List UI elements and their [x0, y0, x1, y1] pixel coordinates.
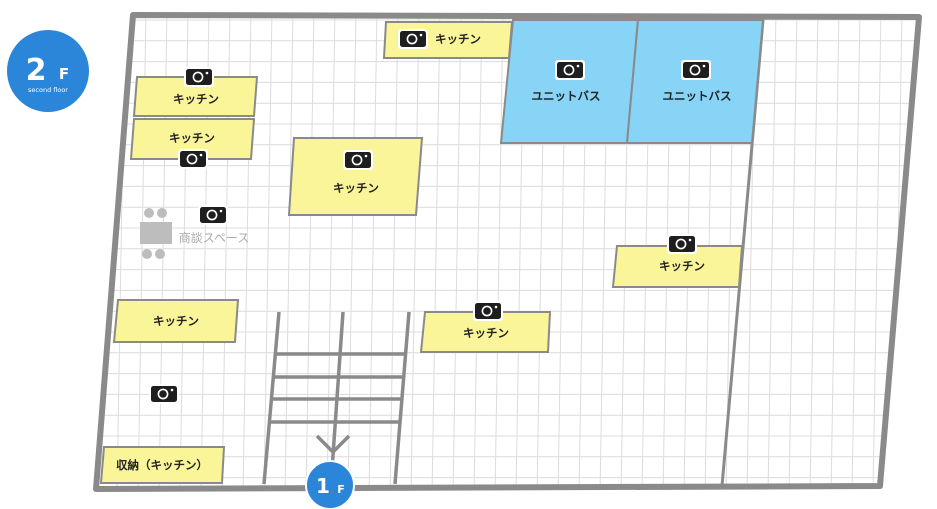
- camera-icon: [177, 148, 209, 170]
- room-label: キッチン: [173, 92, 219, 106]
- room-label: 収納（キッチン）: [116, 458, 208, 472]
- room-label: キッチン: [169, 131, 215, 145]
- kitchen-left-3: キッチン: [112, 299, 240, 343]
- camera-icon: [183, 66, 215, 88]
- staircase: [262, 311, 411, 485]
- unit-bath-2: ユニットバス: [625, 19, 765, 144]
- unit-bath-1: ユニットバス: [499, 19, 640, 144]
- room-label: キッチン: [333, 181, 379, 195]
- room-label: ユニットバス: [532, 89, 601, 103]
- kitchen-left-2: キッチン: [129, 118, 256, 170]
- camera-icon: [342, 149, 374, 171]
- kitchen-mid: キッチン: [419, 300, 552, 353]
- camera-icon: [666, 233, 698, 255]
- camera-icon: [148, 383, 180, 405]
- room-label: キッチン: [153, 314, 199, 328]
- room-label: キッチン: [435, 32, 481, 46]
- camera-icon: [680, 59, 712, 81]
- storage-kitchen: 収納（キッチン）: [99, 446, 226, 484]
- room-label: ユニットバス: [663, 89, 732, 103]
- kitchen-center: キッチン: [287, 137, 424, 216]
- kitchen-right: キッチン: [611, 233, 744, 288]
- camera-icon: [397, 28, 429, 50]
- floor-unit: F: [59, 65, 69, 83]
- down-floor-number: 1: [316, 474, 330, 498]
- floor-subtitle: second floor: [28, 86, 68, 94]
- room-label: キッチン: [659, 259, 705, 273]
- down-to-1f-badge[interactable]: 1 F: [305, 460, 355, 509]
- meeting-space: 商談スペース: [140, 204, 250, 259]
- camera-icon: [472, 300, 504, 322]
- arrow-down-icon: [315, 434, 351, 455]
- kitchen-top: キッチン: [382, 21, 514, 59]
- room-label: キッチン: [463, 326, 509, 340]
- room-label: 商談スペース: [179, 230, 250, 245]
- kitchen-left-1: キッチン: [132, 66, 259, 117]
- floor-number: 2: [26, 53, 47, 88]
- floor-badge: 2 F second floor: [7, 30, 89, 112]
- camera-icon: [554, 59, 586, 81]
- meeting-table-icon: [140, 208, 172, 259]
- camera-icon: [197, 204, 229, 226]
- outer-wall: [93, 12, 922, 492]
- down-floor-unit: F: [337, 483, 345, 496]
